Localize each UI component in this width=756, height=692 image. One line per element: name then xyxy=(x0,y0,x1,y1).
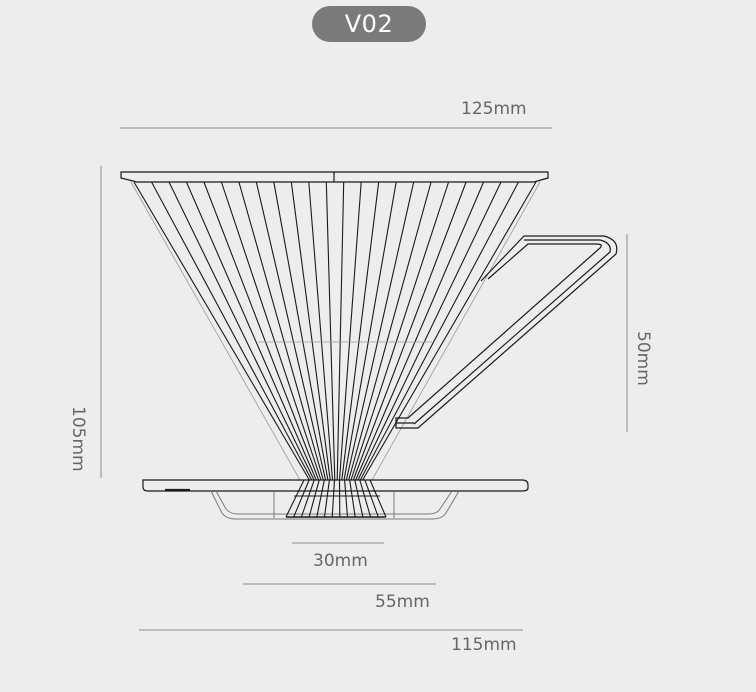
cone-rib xyxy=(338,181,362,481)
spout-rib xyxy=(331,479,336,518)
lower-ring xyxy=(210,490,460,520)
spout-rib xyxy=(285,479,305,518)
handle-height-label: 50mm xyxy=(633,331,653,386)
cone-rib xyxy=(133,181,310,481)
model-badge: V02 xyxy=(312,6,426,42)
cone-rib xyxy=(336,181,345,481)
spout-rib xyxy=(316,479,325,518)
ring-width-label: 55mm xyxy=(375,592,430,612)
cone-rib xyxy=(185,181,317,481)
spout-rib xyxy=(354,479,364,518)
cone-rib xyxy=(345,181,415,481)
outlet-spout xyxy=(285,479,387,518)
cone-rib xyxy=(341,181,380,481)
base-plate xyxy=(142,479,529,492)
outlet-width-label: 30mm xyxy=(313,551,368,571)
spout-rib xyxy=(349,479,356,518)
cone-rib xyxy=(220,181,322,481)
cone-rib xyxy=(325,181,336,481)
cone-rib xyxy=(151,181,313,481)
spout-rib xyxy=(293,479,310,518)
cone-rib xyxy=(168,181,315,481)
spout-rib xyxy=(369,479,387,518)
cone-rib xyxy=(348,181,432,481)
base-width-label: 115mm xyxy=(451,635,517,655)
cone-rib xyxy=(352,181,467,481)
spout-rib xyxy=(364,479,379,518)
cone-ribs xyxy=(133,181,537,481)
cone-rib xyxy=(355,181,485,481)
spout-rib xyxy=(308,479,320,518)
cone-rib xyxy=(359,181,519,481)
cone-rib xyxy=(203,181,320,481)
spout-rib xyxy=(300,479,315,518)
cone-rib xyxy=(308,181,334,481)
cone-rib xyxy=(357,181,502,481)
cone-rib xyxy=(238,181,324,481)
cone-rib xyxy=(273,181,329,481)
cone-rib xyxy=(350,181,450,481)
spout-rib xyxy=(323,479,330,518)
dripper-handle xyxy=(395,235,618,429)
dimension-lines xyxy=(100,127,628,631)
spout-rib xyxy=(359,479,372,518)
height-label: 105mm xyxy=(68,406,88,472)
cone-rib xyxy=(343,181,397,481)
cone-rib xyxy=(290,181,331,481)
dripper-rim xyxy=(120,171,549,183)
cone-rib xyxy=(362,181,537,481)
spout-rib xyxy=(344,479,349,518)
cone-outline xyxy=(130,181,541,481)
cone-rib xyxy=(255,181,327,481)
top-width-label: 125mm xyxy=(461,99,527,119)
